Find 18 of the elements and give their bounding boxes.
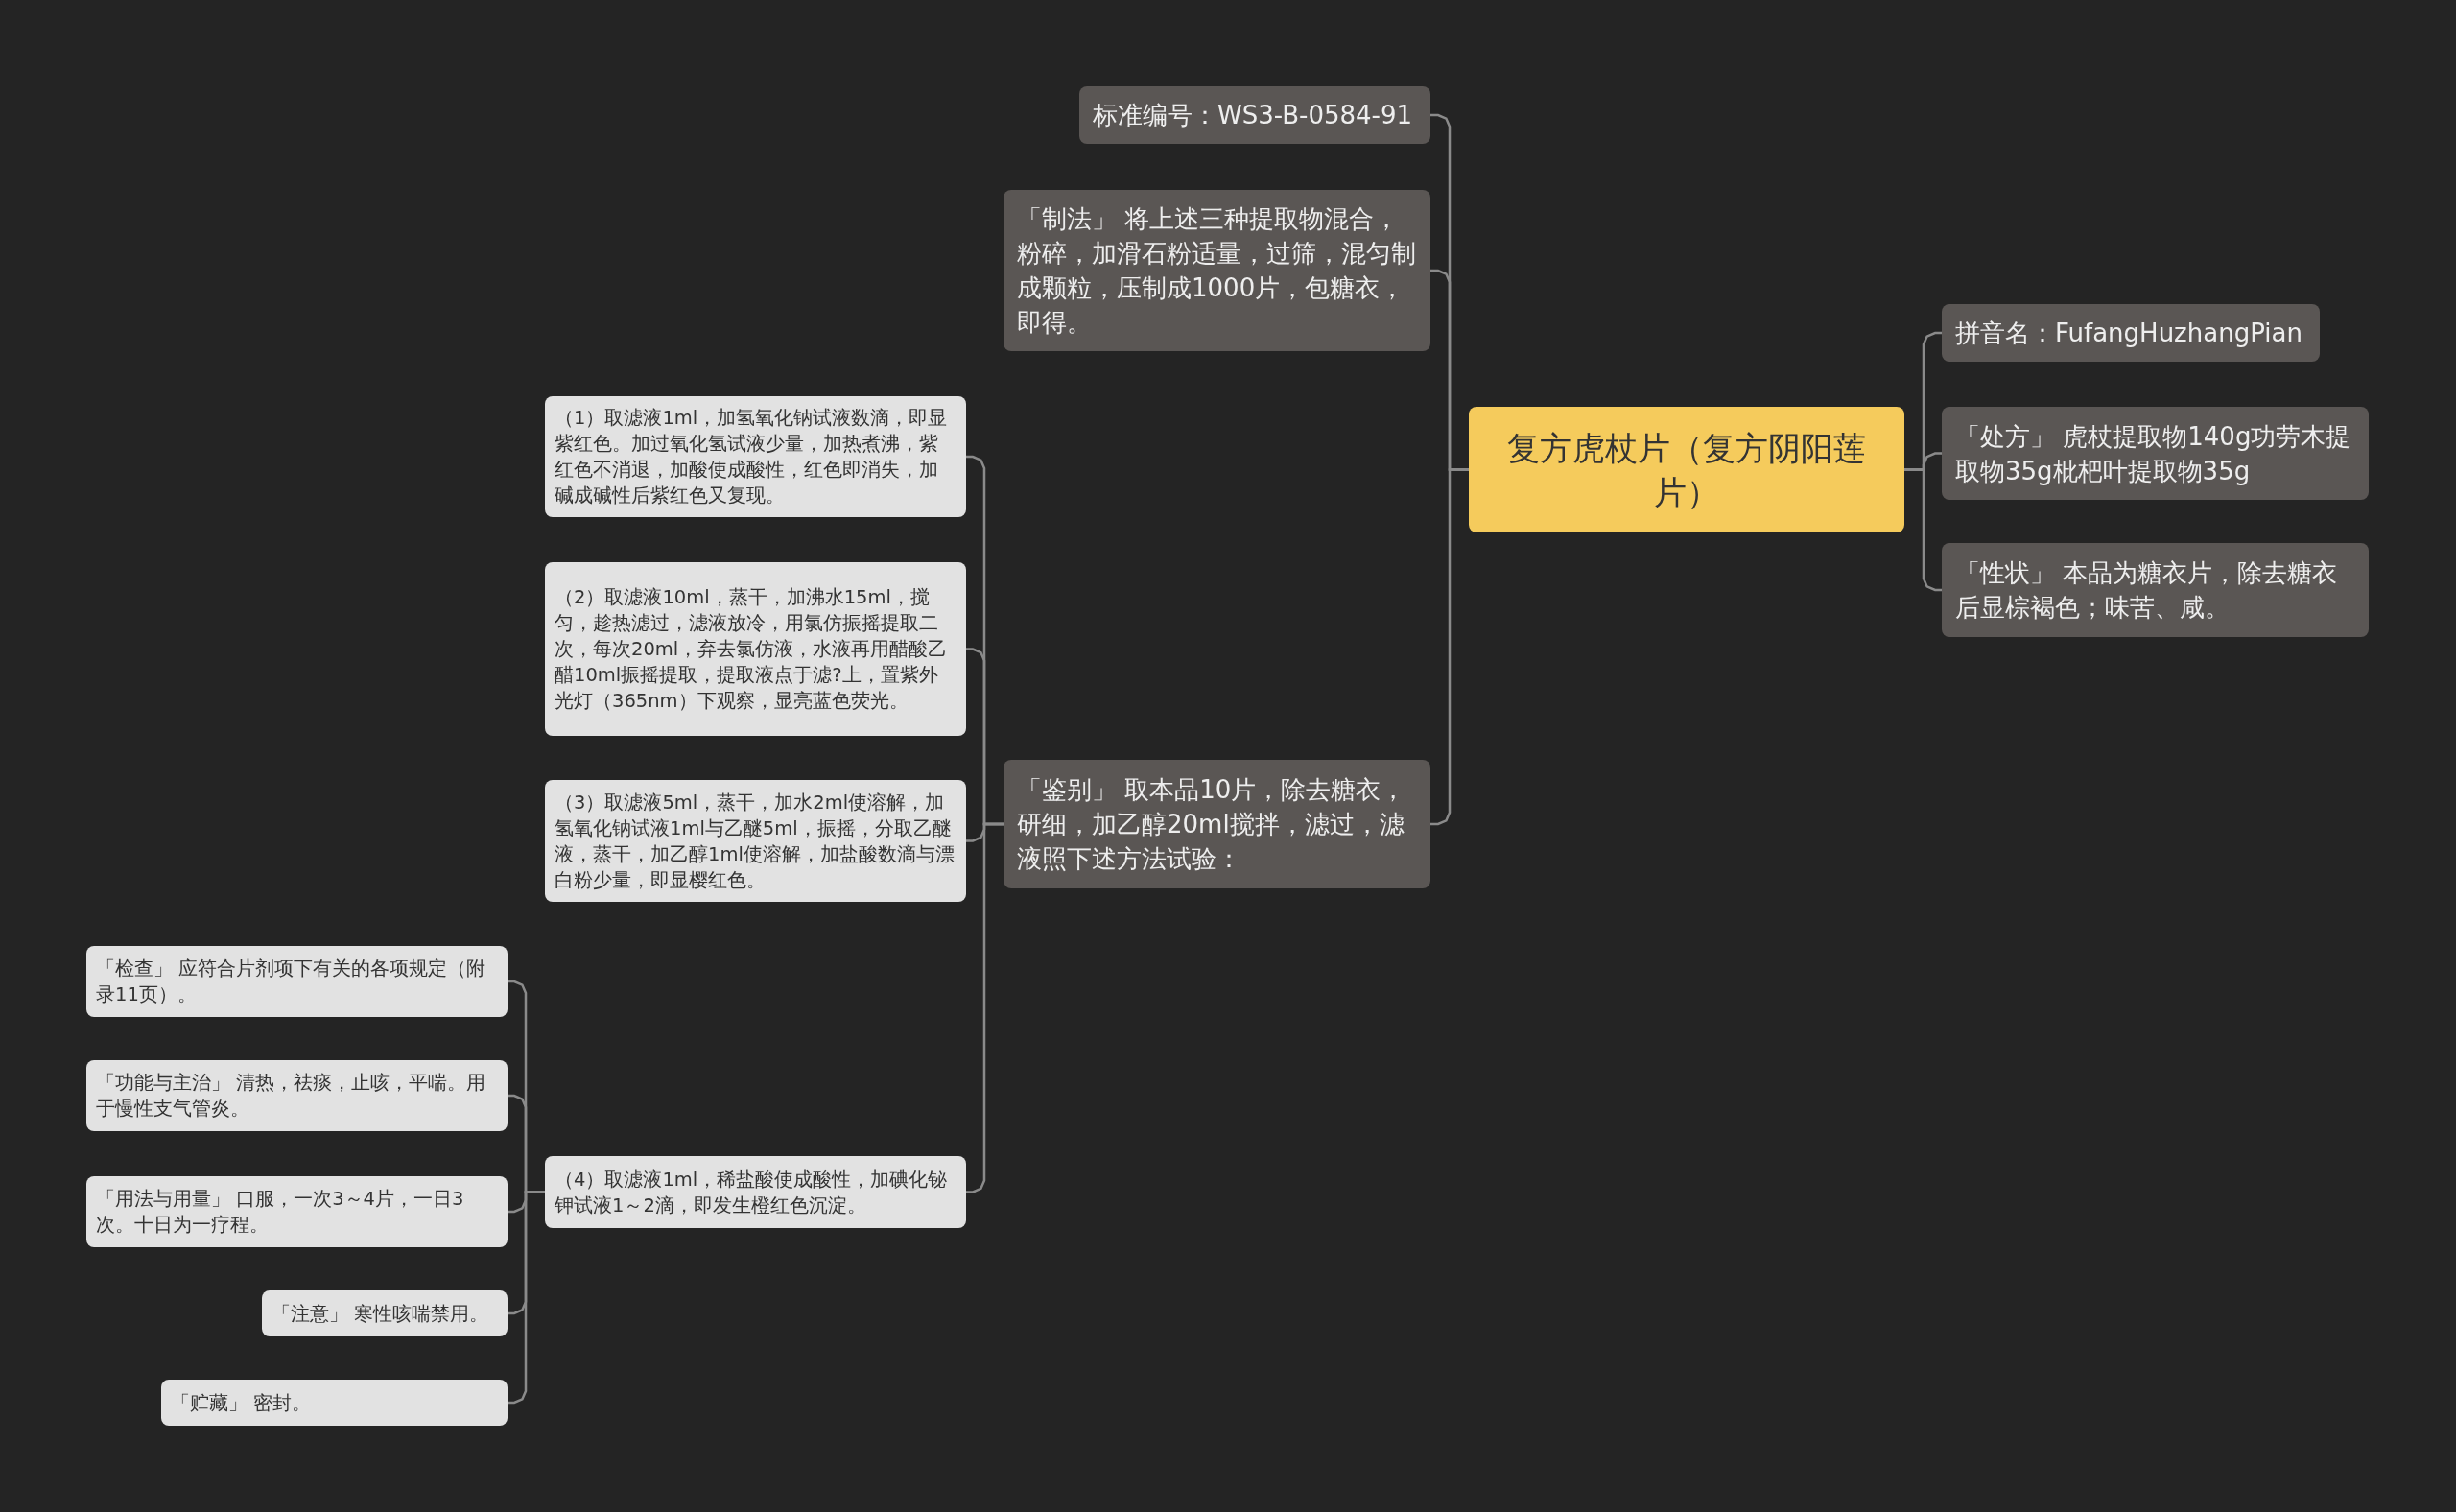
branch-topic: 「鉴别」 取本品10片，除去糖衣，研细，加乙醇20ml搅拌，滤过，滤液照下述方法试验： xyxy=(1004,760,1430,888)
branch-topic: 「制法」 将上述三种提取物混合，粉碎，加滑石粉适量，过筛，混匀制成颗粒，压制成1000片，包糖衣，即得。 xyxy=(1004,190,1430,351)
subtopic-card: （1）取滤液1ml，加氢氧化钠试液数滴，即显紫红色。加过氧化氢试液少量，加热煮沸，紫红色不消退，加酸使成酸性，红色即消失，加碱成碱性后紫红色又复现。 xyxy=(545,396,966,517)
detail-card: 「贮藏」 密封。 xyxy=(161,1380,508,1426)
connector-line xyxy=(1430,468,1469,826)
subtopic-card: （3）取滤液5ml，蒸干，加水2ml使溶解，加氢氧化钠试液1ml与乙醚5ml，振摇，分取乙醚液，蒸干，加乙醇1ml使溶解，加盐酸数滴与漂白粉少量，即显樱红色。 xyxy=(545,780,966,902)
branch-topic: 「处方」 虎杖提取物140g功劳木提取物35g枇杷叶提取物35g xyxy=(1942,407,2369,500)
subtopic-card: （4）取滤液1ml，稀盐酸使成酸性，加碘化铋钾试液1～2滴，即发生橙红色沉淀。 xyxy=(545,1156,966,1228)
branch-topic: 「性状」 本品为糖衣片，除去糖衣后显棕褐色；味苦、咸。 xyxy=(1942,543,2369,637)
subtopic-card: （2）取滤液10ml，蒸干，加沸水15ml，搅匀，趁热滤过，滤液放冷，用氯仿振摇提取二次，每次20ml，弃去氯仿液，水液再用醋酸乙醋10ml振摇提取，提取液点于滤?上，置紫外光灯（365nm）下观察，显亮蓝色荧光。 xyxy=(545,562,966,736)
connector-line xyxy=(966,822,1004,1193)
detail-card: 「用法与用量」 口服，一次3～4片，一日3次。十日为一疗程。 xyxy=(86,1176,508,1247)
root-topic: 复方虎杖片（复方阴阳莲片） xyxy=(1469,407,1904,532)
branch-topic: 拼音名：FufangHuzhangPian xyxy=(1942,304,2320,362)
detail-card: 「注意」 寒性咳喘禁用。 xyxy=(262,1290,508,1336)
detail-card: 「检查」 应符合片剂项下有关的各项规定（附录11页）。 xyxy=(86,946,508,1017)
branch-topic: 标准编号：WS3-B-0584-91 xyxy=(1079,86,1430,144)
detail-card: 「功能与主治」 清热，祛痰，止咳，平喘。用于慢性支气管炎。 xyxy=(86,1060,508,1131)
